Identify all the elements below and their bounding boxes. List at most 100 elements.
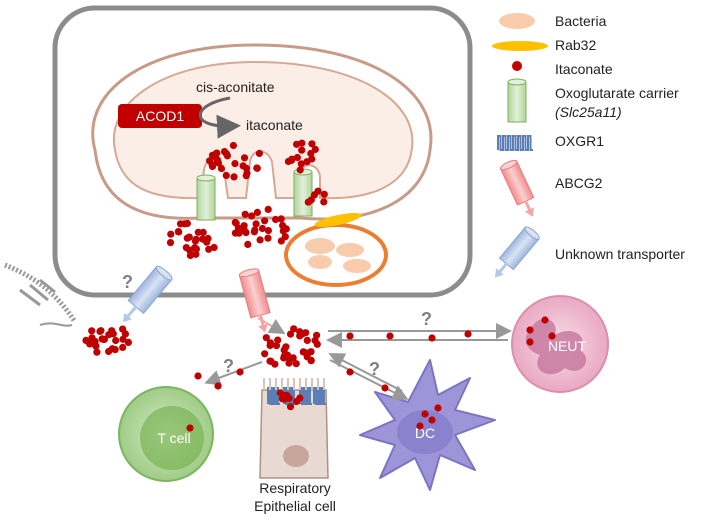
itaconate-dot [276, 389, 284, 397]
itaconate-dot [242, 229, 250, 237]
itaconate-dot [124, 338, 132, 346]
itaconate-dot [194, 228, 202, 236]
itaconate-dot [119, 343, 127, 351]
legend-carrier-swatch [507, 78, 527, 123]
itaconate-dot [220, 148, 229, 156]
itaconate-dot [262, 334, 270, 342]
itaconate-dot [253, 164, 261, 172]
legend-carrier-label: Oxoglutarate carrier [555, 85, 679, 101]
itaconate-dot [91, 337, 99, 346]
itaconate-dot [253, 208, 261, 216]
itaconate-dot [240, 222, 248, 230]
neut-nucleus [525, 318, 587, 375]
itaconate-dot [97, 327, 105, 335]
itaconate-dot [111, 346, 119, 354]
itaconate-dot [231, 160, 239, 168]
acod1-enzyme-box [118, 104, 202, 128]
legend-unknown-label: Unknown transporter [555, 246, 685, 262]
itaconate-dot [292, 360, 300, 368]
itaconate-dot [98, 335, 106, 343]
itaconate-dot [230, 173, 238, 181]
legend-rab32-label: Rab32 [555, 37, 596, 53]
neut-label: NEUT [548, 338, 587, 354]
itaconate-dot [308, 155, 316, 163]
itaconate-dot [88, 327, 96, 335]
itaconate-dot [183, 234, 191, 242]
reaction-arrow [198, 96, 241, 139]
bacterium [343, 259, 371, 273]
rab32 [314, 213, 362, 227]
itaconate-dot [526, 326, 534, 334]
unknown-transporter-host [123, 265, 173, 323]
legend-oxgr1-swatch [497, 135, 533, 151]
itaconate-dot [176, 220, 185, 228]
itaconate-dot [280, 354, 288, 362]
itaconate-dot [434, 404, 442, 412]
question-mark: ? [122, 272, 133, 292]
itaconate-dot [277, 215, 285, 223]
itaconate-dot [293, 397, 301, 406]
itaconate-dot [285, 359, 293, 367]
itaconate-dot [174, 228, 182, 236]
itaconate-dot [274, 336, 282, 344]
itaconate-dot [208, 162, 217, 171]
itaconate-dot [320, 198, 328, 206]
itaconate-dot [240, 154, 249, 162]
pathogen-icon [4, 262, 78, 327]
itaconate-dot [210, 243, 218, 252]
t-cell-label: T cell [157, 430, 190, 446]
itaconate-dot [244, 240, 252, 248]
itaconate-dot [271, 360, 279, 368]
itaconate-dot [119, 335, 127, 343]
itaconate-dot [213, 149, 221, 157]
itaconate-dot [381, 384, 389, 392]
itaconate-dot [299, 348, 307, 356]
oxoglutarate-carrier-left [196, 174, 216, 221]
bacterium [305, 238, 335, 254]
dc-nucleus [397, 410, 453, 454]
itaconate-dot [256, 236, 264, 244]
itaconate-dot [386, 332, 394, 340]
itaconate-dot [264, 205, 272, 213]
itaconate-dot [112, 336, 120, 345]
itaconate-dot [82, 336, 90, 344]
itaconate-dot [93, 348, 101, 356]
itaconate-dot [286, 330, 295, 338]
itaconate-dot [277, 237, 285, 245]
itaconate-dot [428, 334, 436, 342]
itaconate-dot [272, 342, 281, 350]
question-mark: ? [369, 359, 380, 379]
itaconate-dot [307, 348, 315, 356]
itaconate-dot [231, 218, 239, 226]
itaconate-dot [183, 219, 191, 228]
epithelial-label-line2: Epithelial cell [254, 498, 336, 514]
itaconate-dot [293, 153, 301, 162]
itaconate-dot [464, 330, 472, 338]
itaconate-dot [548, 332, 556, 340]
itaconate-dot [234, 224, 243, 232]
legend-itaconate-label: Itaconate [555, 61, 613, 77]
itaconate-dot [290, 325, 298, 333]
legend-bacteria-swatch [499, 13, 535, 29]
itaconate-dot [203, 238, 211, 246]
itaconate-dot [313, 340, 321, 348]
itaconate-dot [167, 230, 175, 238]
arrow-to-dc [329, 359, 409, 400]
epithelial-nucleus [283, 445, 309, 467]
itaconate-dot [299, 330, 307, 338]
itaconate-dot [346, 368, 354, 376]
itaconate-dot [421, 410, 429, 418]
itaconate-dot [186, 424, 194, 432]
itaconate-dot [255, 149, 263, 157]
oxgr1-receptor [313, 387, 326, 405]
legend-carrier-gene: (Slc25a11) [555, 104, 622, 120]
itaconate-dot [279, 227, 287, 235]
itaconate-dot [194, 372, 202, 380]
itaconate-dot [236, 368, 244, 376]
itaconate-dot [314, 187, 322, 195]
bacterium [308, 255, 332, 269]
itaconate-dot [264, 234, 272, 242]
question-mark: ? [223, 356, 234, 376]
itaconate-dot [279, 221, 287, 230]
